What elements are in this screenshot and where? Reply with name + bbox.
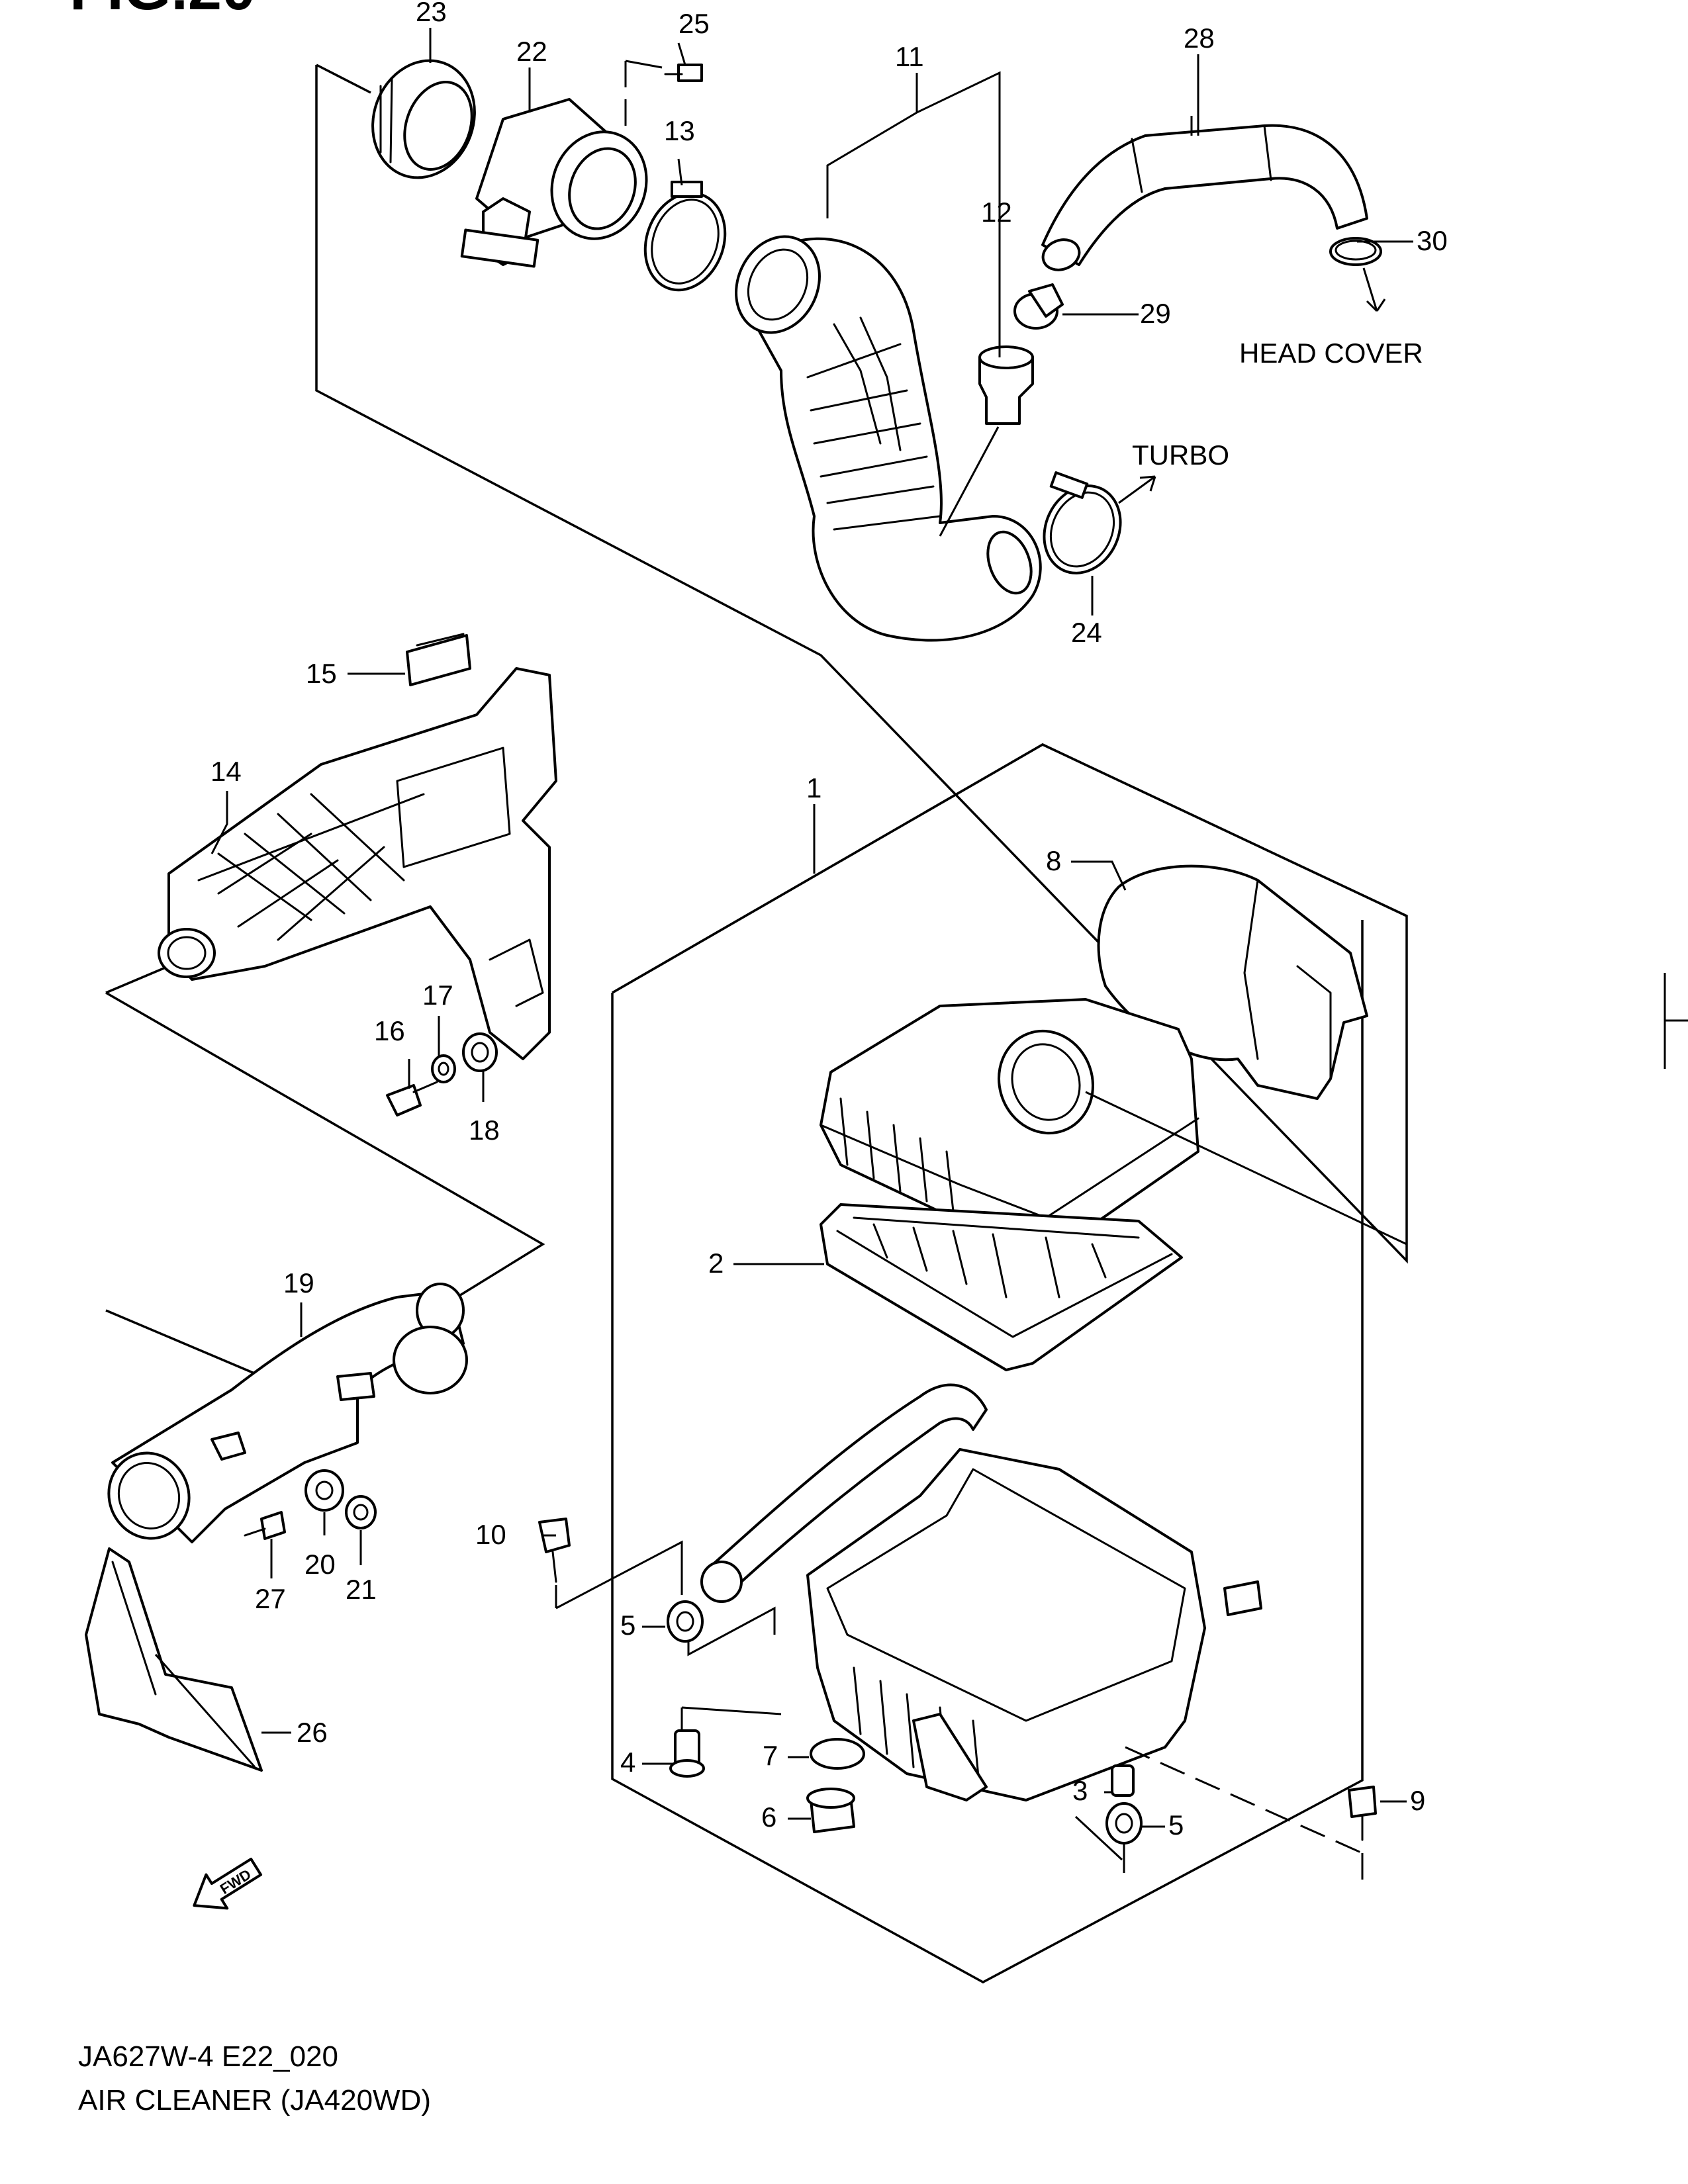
clip-part-29 (1013, 283, 1064, 330)
callout-4: 4 (620, 1747, 635, 1778)
clip-part-7 (810, 1738, 865, 1770)
grommet-part-5-upper (667, 1600, 704, 1643)
callout-26: 26 (297, 1717, 328, 1748)
head-cover-label: HEAD COVER (1239, 338, 1423, 369)
hose-clamp-part-13 (643, 181, 727, 292)
callout-25: 25 (679, 8, 710, 39)
callout-21: 21 (346, 1574, 377, 1605)
washer-part-17 (431, 1054, 456, 1083)
callout-19: 19 (283, 1267, 314, 1298)
callout-12: 12 (981, 197, 1012, 228)
callout-16: 16 (374, 1015, 405, 1046)
callout-5-upper: 5 (620, 1610, 635, 1641)
callout-5-lower: 5 (1168, 1809, 1184, 1841)
callout-17: 17 (422, 979, 453, 1011)
airflow-sensor-part-22 (460, 98, 648, 268)
callout-3: 3 (1072, 1775, 1088, 1806)
callout-11: 11 (895, 41, 924, 72)
callout-29: 29 (1140, 298, 1171, 329)
callout-27: 27 (255, 1583, 286, 1614)
turbo-arrow (1118, 475, 1156, 504)
callout-20: 20 (305, 1549, 336, 1580)
callout-14: 14 (211, 756, 242, 787)
callout-2: 2 (708, 1248, 724, 1279)
nut-part-21 (345, 1495, 377, 1529)
grommet-part-23 (371, 59, 476, 179)
callout-10: 10 (475, 1519, 506, 1550)
turbo-label: TURBO (1132, 439, 1229, 471)
callout-6: 6 (761, 1801, 776, 1833)
callout-22: 22 (516, 36, 547, 67)
callout-1: 1 (806, 772, 821, 803)
callout-23: 23 (416, 0, 447, 27)
air-cleaner-upper-case (820, 998, 1199, 1259)
bolt-part-10 (538, 1518, 571, 1583)
duct-to-case-line (1085, 1091, 1407, 1246)
hose-clamp-part-30 (1329, 237, 1382, 266)
callout-9: 9 (1410, 1785, 1425, 1816)
edge-marker (1664, 973, 1688, 1069)
inlet-duct-part-19 (107, 1283, 468, 1543)
bolt-9-dashed-line (1125, 1746, 1363, 1854)
bolt-part-9 (1348, 1786, 1377, 1841)
screw-part-25 (664, 64, 703, 82)
grommet-part-6 (806, 1788, 855, 1833)
bolt-part-16 (386, 1081, 438, 1116)
footer-code: JA627W-4 E22_020 (78, 2040, 338, 2073)
collar-part-4 (669, 1729, 705, 1778)
callout-7: 7 (763, 1740, 778, 1771)
footer-caption: AIR CLEANER (JA420WD) (78, 2084, 431, 2116)
callout-30: 30 (1417, 225, 1448, 256)
callout-13: 13 (664, 115, 695, 146)
head-cover-arrow (1362, 267, 1386, 312)
callout-8: 8 (1046, 845, 1061, 876)
resonator-part-14 (158, 667, 557, 1060)
breather-hose-part-28 (1041, 124, 1368, 271)
intake-hose-part-11 (735, 235, 1042, 642)
filter-element-part-2 (820, 1203, 1183, 1371)
callout-28: 28 (1184, 23, 1215, 54)
callout-leaders (154, 28, 1413, 1828)
figure-title: FIG.20 (70, 0, 256, 23)
forward-arrow-icon: FWD (193, 1857, 263, 1910)
callout-labels: 1 2 3 4 5 5 6 7 8 9 10 11 12 13 14 15 16… (211, 0, 1448, 1841)
callout-18: 18 (469, 1115, 500, 1146)
air-cleaner-lower-case (700, 1383, 1262, 1801)
bolt-part-27 (244, 1511, 286, 1540)
air-guide-part-26 (85, 1547, 263, 1772)
grommet-part-5-lower (1105, 1802, 1143, 1844)
callout-15: 15 (306, 658, 337, 689)
callout-24: 24 (1071, 617, 1102, 648)
grommet-part-20 (305, 1469, 344, 1512)
connector-part-12 (978, 345, 1034, 425)
air-cleaner-box-frame (611, 743, 1407, 1983)
grommet-part-18 (462, 1032, 498, 1072)
cap-part-15 (406, 633, 471, 686)
collar-part-3 (1111, 1764, 1135, 1797)
hose-clamp-part-24 (1043, 471, 1122, 574)
